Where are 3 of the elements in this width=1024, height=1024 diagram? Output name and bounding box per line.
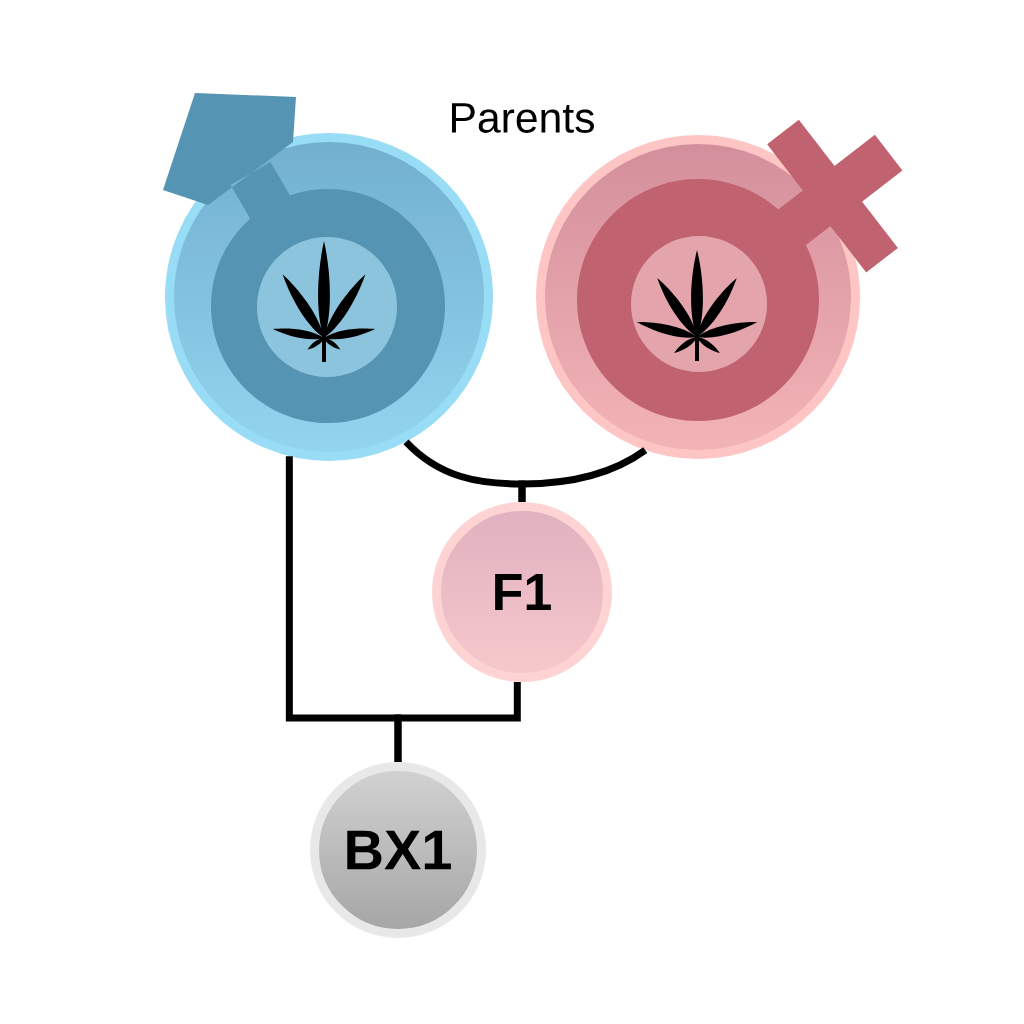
heading: Parents (452, 103, 594, 133)
circle-node: BX1 (310, 762, 486, 938)
circle-node: F1 (432, 502, 612, 682)
